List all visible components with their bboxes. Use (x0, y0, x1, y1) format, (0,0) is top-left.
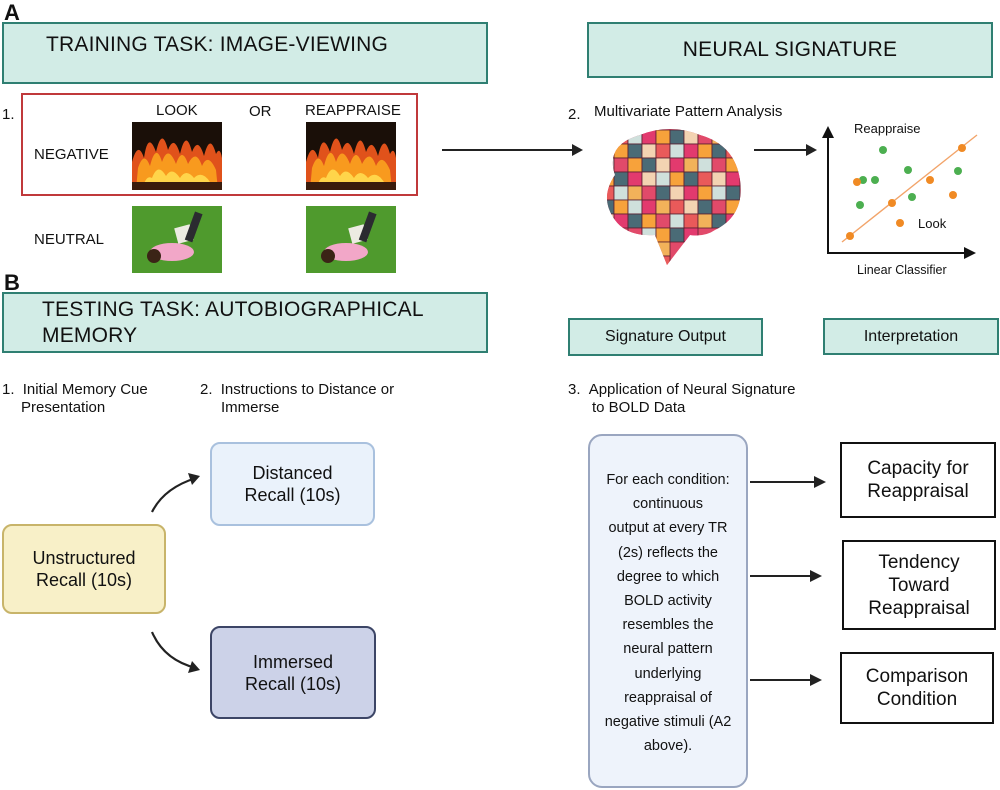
step-cue-line2: Presentation (21, 399, 106, 416)
step2-number: 2. (568, 106, 581, 123)
signature-application-box: For each condition: continuous output at… (588, 434, 748, 788)
distanced-recall-line2: Recall (10s) (244, 485, 341, 505)
immersed-recall-line1: Immersed (252, 651, 333, 672)
step-application-line1: Application of Neural Signature (588, 381, 796, 398)
comparison-condition-box: Comparison Condition (840, 652, 994, 724)
look-point (846, 232, 854, 240)
signature-text-line: continuous (632, 496, 704, 513)
tendency-line2: Toward (888, 574, 950, 596)
step-application-number: 3. (568, 381, 581, 398)
testing-task-title-box: TESTING TASK: AUTOBIOGRAPHICAL MEMORY (2, 292, 488, 353)
neural-signature-title-box: NEURAL SIGNATURE (587, 22, 993, 78)
classifier-label-reappraise: Reappraise (854, 121, 921, 136)
reappraise-point (871, 176, 879, 184)
neutral-image-reappraise (306, 206, 396, 273)
capacity-line2: Reappraisal (867, 481, 969, 502)
panel-b-letter: B (4, 270, 20, 295)
look-point (926, 176, 934, 184)
voxel-brain-image (606, 129, 741, 265)
training-task-title: TRAINING TASK: IMAGE-VIEWING (46, 33, 389, 56)
immersed-recall-box: Immersed Recall (10s) (210, 626, 376, 719)
x-axis-arrow-icon (964, 247, 976, 259)
step-cue-presentation: 1. Initial Memory Cue Presentation (2, 381, 192, 417)
classifier-label-look: Look (918, 216, 947, 231)
comparison-line2: Condition (876, 689, 958, 710)
signature-text-line: negative stimuli (A2 (604, 714, 732, 731)
signature-text-line: (2s) reflects the (618, 544, 718, 561)
look-point (896, 219, 904, 227)
arrow-to-classifier (754, 144, 817, 156)
step-instructions-line2: Immerse (221, 399, 280, 416)
signature-output-header: Signature Output (568, 318, 763, 356)
unstructured-recall-line1: Unstructured (32, 548, 136, 568)
interpretation-label: Interpretation (863, 327, 959, 345)
signature-text-line: underlying (634, 665, 702, 682)
testing-task-title-line1: TESTING TASK: AUTOBIOGRAPHICAL (42, 298, 424, 321)
step-application: 3. Application of Neural Signature to BO… (568, 381, 848, 417)
fire-image-look (132, 122, 222, 190)
testing-task-title-line2: MEMORY (42, 324, 138, 347)
reappraise-point (954, 167, 962, 175)
reappraise-point (908, 193, 916, 201)
step-application-line2: to BOLD Data (592, 399, 686, 416)
linear-classifier-plot (822, 126, 978, 259)
arrow-to-mvpa (442, 144, 583, 156)
immersed-recall-line2: Recall (10s) (244, 673, 342, 694)
classifier-caption: Linear Classifier (857, 263, 947, 277)
training-task-title-box: TRAINING TASK: IMAGE-VIEWING (2, 22, 488, 84)
unstructured-recall-line2: Recall (10s) (35, 570, 132, 590)
step-cue-line1: Initial Memory Cue (22, 381, 148, 398)
reappraise-point (879, 146, 887, 154)
look-point (888, 199, 896, 207)
capacity-line1: Capacity for (867, 458, 969, 479)
row-negative-label: NEGATIVE (34, 146, 109, 163)
neural-signature-title: NEURAL SIGNATURE (682, 38, 898, 61)
tendency-toward-reappraisal-box: Tendency Toward Reappraisal (842, 540, 996, 630)
column-reappraise-label: REAPPRAISE (305, 102, 401, 119)
signature-text-line: reappraisal of (624, 689, 712, 706)
negative-row-frame (21, 93, 418, 196)
row-neutral-label: NEUTRAL (34, 231, 105, 248)
y-axis-arrow-icon (822, 126, 834, 138)
panel-a-letter: A (4, 0, 20, 25)
distanced-recall-line1: Distanced (252, 463, 333, 483)
fire-image-reappraise (306, 122, 396, 190)
reappraise-point (856, 201, 864, 209)
mvpa-label: Multivariate Pattern Analysis (594, 103, 783, 120)
tendency-line1: Tendency (878, 551, 960, 573)
neutral-image-look (132, 206, 222, 273)
step-instructions-number: 2. (200, 381, 213, 398)
signature-text-line: above). (643, 738, 693, 755)
look-point (949, 191, 957, 199)
tendency-line3: Reappraisal (868, 597, 970, 619)
step1-number: 1. (2, 106, 15, 123)
signature-text-line: degree to which (616, 568, 720, 585)
step-cue-number: 1. (2, 381, 15, 398)
step-instructions-line1: Instructions to Distance or (220, 381, 395, 398)
capacity-for-reappraisal-box: Capacity for Reappraisal (840, 442, 996, 518)
look-point (853, 178, 861, 186)
signature-text-line: output at every TR (608, 520, 728, 537)
signature-text-line: BOLD activity (624, 593, 712, 610)
column-look-label: LOOK (156, 102, 198, 119)
signature-text-line: resembles the (622, 617, 714, 634)
column-or-label: OR (249, 103, 272, 120)
look-point (958, 144, 966, 152)
comparison-line1: Comparison (865, 666, 969, 687)
signature-text-line: neural pattern (623, 641, 713, 658)
reappraise-point (904, 166, 912, 174)
distanced-recall-box: Distanced Recall (10s) (210, 442, 375, 526)
unstructured-recall-box: Unstructured Recall (10s) (2, 524, 166, 614)
interpretation-header: Interpretation (823, 318, 999, 355)
signature-text-line: For each condition: (606, 472, 730, 488)
step-instructions: 2. Instructions to Distance or Immerse (200, 381, 440, 417)
signature-output-label: Signature Output (605, 328, 726, 345)
